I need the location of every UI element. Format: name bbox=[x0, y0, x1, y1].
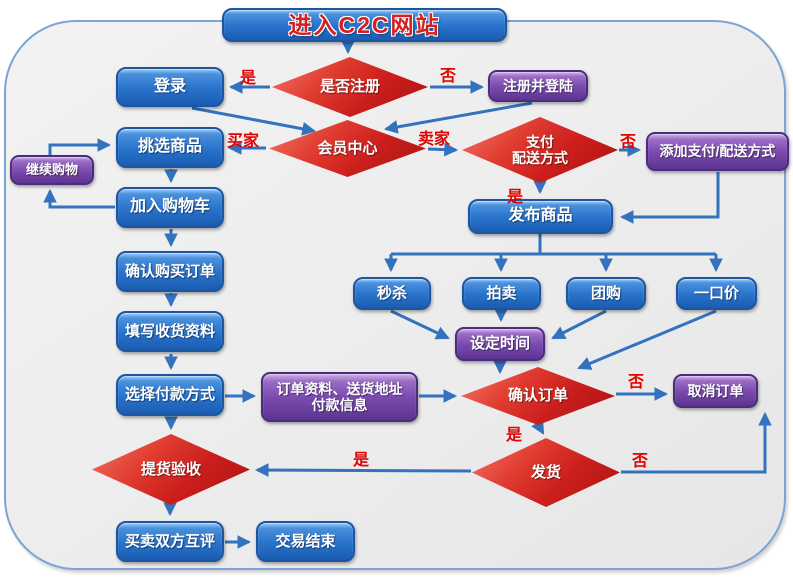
node-transaction-end: 交易结束 bbox=[256, 521, 355, 562]
order-info-line2: 付款信息 bbox=[311, 397, 368, 413]
pay-delivery-line1: 支付 bbox=[526, 133, 554, 150]
edge-label-confirm-order-no: 否 bbox=[628, 374, 645, 391]
node-add-to-cart: 加入购物车 bbox=[116, 187, 224, 228]
node-cancel-order: 取消订单 bbox=[673, 374, 758, 408]
edge-label-pay-delivery-no: 否 bbox=[620, 134, 637, 151]
node-login: 登录 bbox=[116, 67, 224, 107]
node-flash-sale: 秒杀 bbox=[353, 277, 431, 310]
node-fill-shipping-info: 填写收货资料 bbox=[116, 311, 224, 352]
node-fixed-price: 一口价 bbox=[676, 277, 757, 310]
order-info-line1: 订单资料、送货地址 bbox=[276, 380, 403, 397]
node-set-time: 设定时间 bbox=[455, 327, 545, 361]
node-publish-goods: 发布商品 bbox=[468, 199, 613, 234]
node-mutual-review: 买卖双方互评 bbox=[116, 521, 224, 562]
node-confirm-purchase-order: 确认购买订单 bbox=[116, 251, 224, 292]
edge-label-ship-yes: 是 bbox=[353, 452, 370, 469]
node-select-payment: 选择付款方式 bbox=[116, 374, 224, 416]
edge-label-pay-delivery-yes: 是 bbox=[507, 189, 524, 206]
node-enter-c2c-site: 进入C2C网站 bbox=[222, 8, 507, 42]
edge-label-register-no: 否 bbox=[440, 68, 457, 85]
edge-label-seller: 卖家 bbox=[418, 131, 451, 148]
node-group-buy: 团购 bbox=[566, 277, 646, 310]
node-pick-goods: 挑选商品 bbox=[116, 127, 224, 168]
pay-delivery-line2: 配送方式 bbox=[512, 150, 568, 166]
node-auction: 拍卖 bbox=[462, 277, 541, 310]
edge-label-register-yes: 是 bbox=[240, 70, 257, 87]
edge-label-ship-no: 否 bbox=[632, 453, 649, 470]
node-add-pay-delivery: 添加支付/配送方式 bbox=[646, 132, 789, 171]
node-register-and-login: 注册并登陆 bbox=[488, 70, 588, 102]
node-continue-shopping: 继续购物 bbox=[10, 155, 94, 185]
edge-label-buyer: 买家 bbox=[227, 133, 260, 150]
node-order-info: 订单资料、送货地址 付款信息 bbox=[261, 372, 418, 422]
edge-label-confirm-order-yes: 是 bbox=[506, 427, 523, 444]
